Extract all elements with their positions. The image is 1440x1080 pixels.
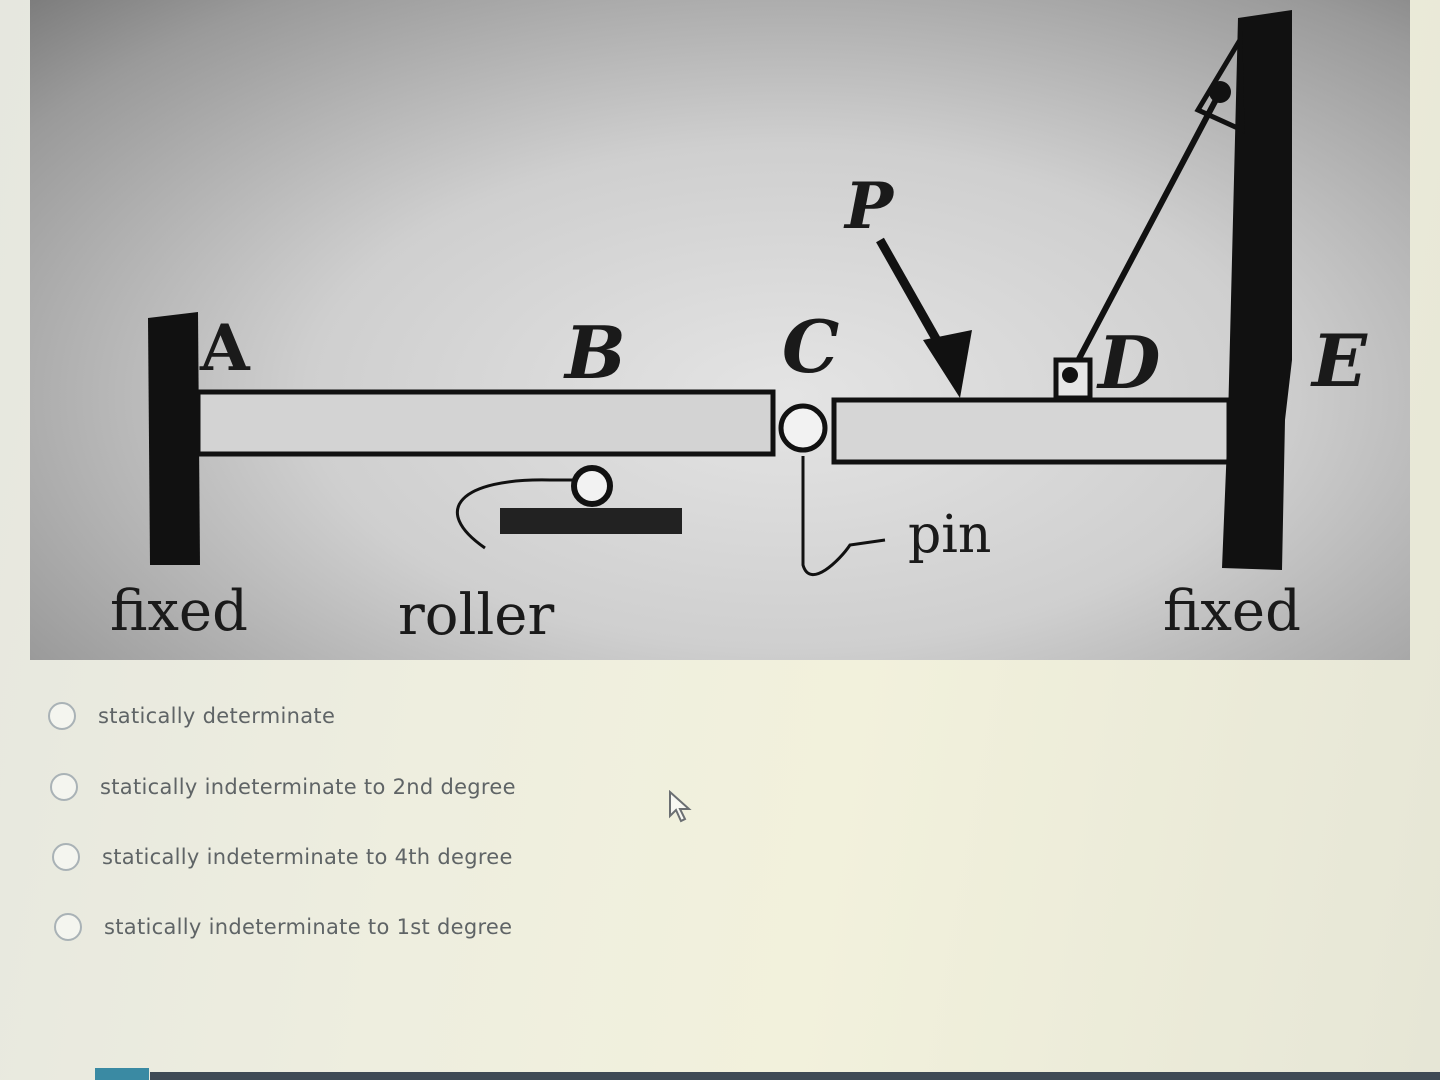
- radio-button[interactable]: [50, 773, 78, 801]
- label-b: B: [563, 310, 626, 395]
- option-label: statically indeterminate to 4th degree: [102, 845, 513, 869]
- cable-de: [1069, 90, 1223, 374]
- option-label: statically indeterminate to 1st degree: [104, 915, 513, 939]
- pin-pointer: [801, 456, 886, 577]
- right-fixed-support: [1222, 10, 1292, 570]
- roller-pointer: [455, 478, 575, 550]
- roller-ground: [500, 508, 682, 534]
- option-statically-determinate[interactable]: statically determinate: [48, 696, 335, 736]
- force-p-arrowhead: [923, 330, 972, 398]
- option-label: statically determinate: [98, 704, 336, 728]
- beam-diagram-svg: A B C P D E pin fixed roller fixed: [110, 10, 1368, 648]
- label-fixed-left: fixed: [110, 579, 248, 644]
- beam-diagram: A B C P D E pin fixed roller fixed: [30, 0, 1410, 660]
- left-fixed-support: [148, 312, 200, 565]
- label-fixed-right: fixed: [1163, 579, 1301, 644]
- taskbar-button[interactable]: [95, 1068, 149, 1080]
- cable-bracket: [1194, 31, 1245, 134]
- label-d: D: [1096, 320, 1160, 405]
- beam-segment-ab: [195, 389, 776, 457]
- beam-segment-ce: [831, 397, 1232, 465]
- radio-button[interactable]: [52, 843, 80, 871]
- mouse-pointer-icon: [669, 790, 692, 823]
- option-label: statically indeterminate to 2nd degree: [100, 775, 516, 799]
- radio-button[interactable]: [48, 702, 76, 730]
- option-indeterminate-4th[interactable]: statically indeterminate to 4th degree: [52, 837, 513, 877]
- label-roller: roller: [398, 583, 554, 648]
- label-a: A: [199, 311, 251, 386]
- hinge-c: [778, 403, 828, 453]
- label-e: E: [1310, 318, 1368, 403]
- radio-button[interactable]: [54, 913, 82, 941]
- label-c: C: [782, 304, 839, 389]
- taskbar: [150, 1072, 1440, 1080]
- label-p: P: [843, 169, 895, 244]
- roller-b: [571, 465, 613, 507]
- option-indeterminate-1st[interactable]: statically indeterminate to 1st degree: [54, 907, 512, 947]
- label-pin: pin: [908, 505, 991, 565]
- option-indeterminate-2nd[interactable]: statically indeterminate to 2nd degree: [50, 767, 516, 807]
